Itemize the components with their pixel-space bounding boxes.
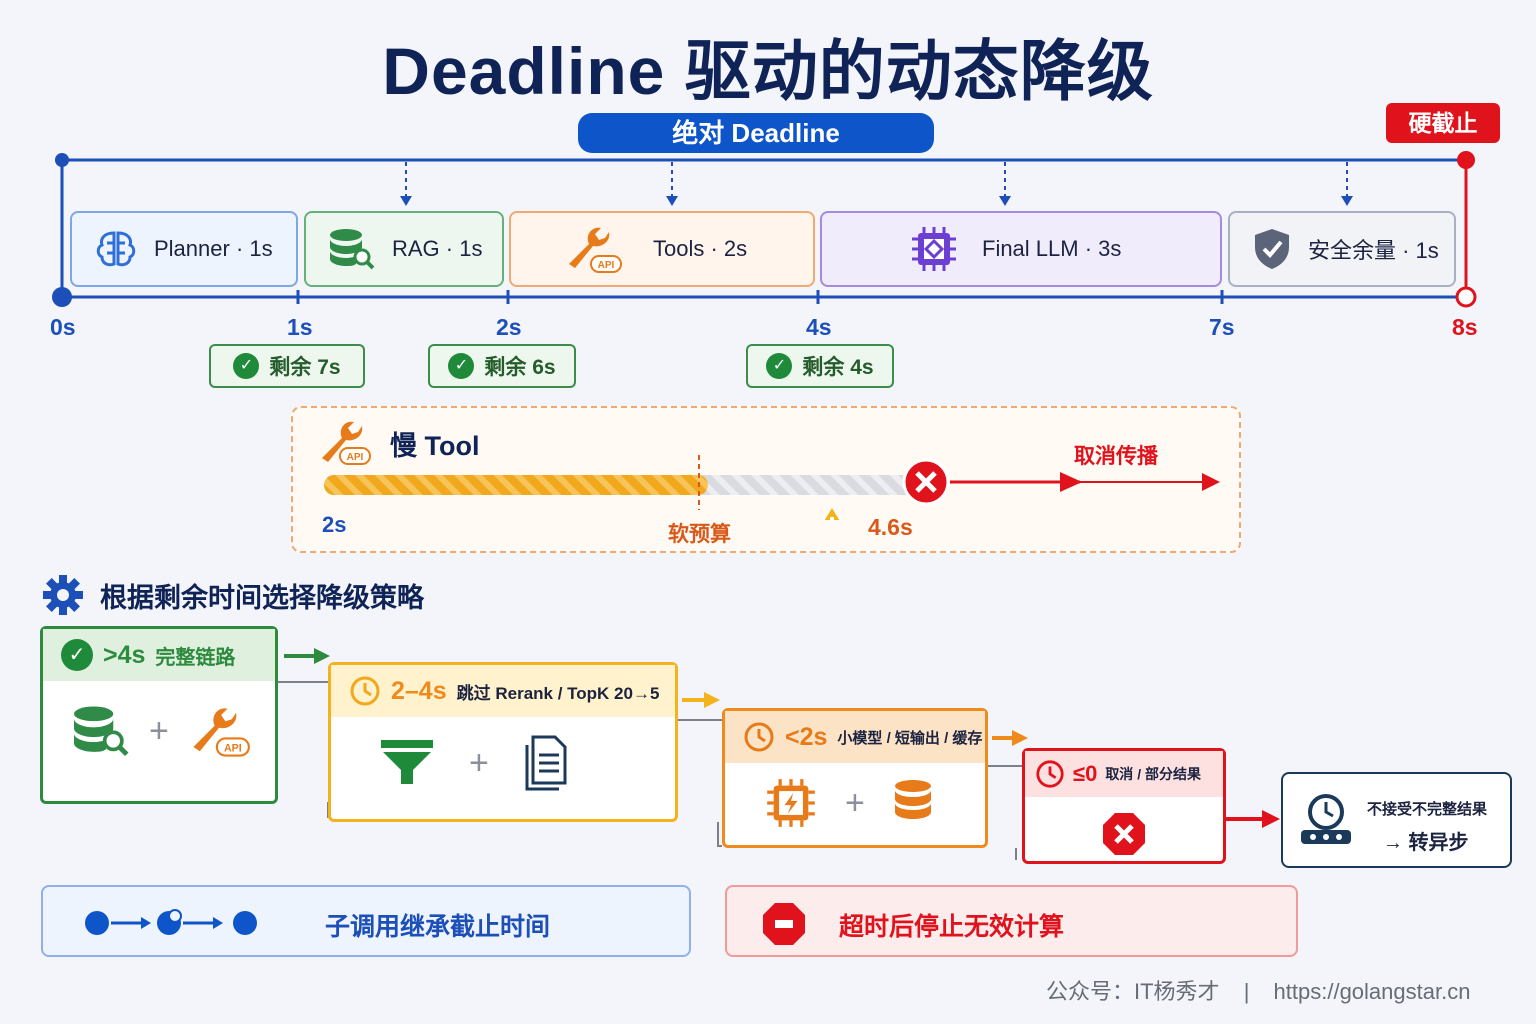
slow-tool-start: 2s: [322, 512, 347, 537]
remaining-label: 剩余 4s: [802, 356, 874, 379]
check-icon: ✓: [448, 353, 475, 379]
chip-icon: [912, 227, 956, 271]
check-icon: ✓: [61, 639, 93, 671]
phase-label: RAG · 1s: [392, 236, 483, 261]
database-search-icon: [74, 706, 129, 757]
remaining-badge: ✓ 剩余 6s: [428, 344, 576, 388]
stage-cancel: ≤0 取消 / 部分结果: [1022, 748, 1226, 864]
svg-text:API: API: [347, 452, 364, 463]
tick-2s: 2s: [496, 314, 522, 340]
wrench-api-icon: API: [193, 708, 250, 757]
stage-header: ✓ >4s 完整链路: [43, 629, 275, 681]
phase-label: 安全余量 · 1s: [1308, 238, 1439, 263]
async-fallback-box: 不接受不完整结果 → 转异步: [1281, 772, 1512, 868]
warning-icon: [824, 508, 840, 520]
database-search-icon: [330, 229, 375, 270]
check-icon: ✓: [233, 353, 260, 379]
footer-separator: |: [1243, 979, 1250, 1004]
cancel-icon: [1103, 813, 1145, 855]
soft-budget-label: 软预算: [668, 523, 731, 546]
stage-desc: 取消 / 部分结果: [1105, 766, 1201, 782]
propagation-chain-icon: [85, 909, 257, 935]
brain-icon: [96, 231, 136, 267]
slow-tool-title: 慢 Tool: [390, 431, 480, 461]
phase-final-llm: Final LLM · 3s: [820, 211, 1222, 287]
absolute-deadline-pill: 绝对 Deadline: [578, 113, 934, 153]
svg-text:API: API: [224, 742, 242, 754]
gear-icon: [43, 575, 83, 615]
wrench-api-icon: API: [322, 421, 371, 465]
stage-header: <2s 小模型 / 短输出 / 缓存: [725, 711, 985, 763]
footer-account: 公众号：IT杨秀才: [1046, 979, 1220, 1004]
page-title: Deadline 驱动的动态降级: [382, 34, 1154, 108]
stage-header: 2–4s 跳过 Rerank / TopK 20→5: [331, 665, 675, 717]
cancel-propagation-label: 取消传播: [1074, 445, 1158, 468]
slow-tool-progress: [324, 455, 1220, 520]
phase-rag: RAG · 1s: [304, 211, 504, 287]
stage-threshold: ≤0: [1073, 761, 1098, 786]
clock-queue-icon: [1301, 794, 1351, 844]
database-icon: [894, 780, 931, 819]
inherit-deadline-label: 子调用继承截止时间: [325, 913, 551, 941]
stage-small-model: <2s 小模型 / 短输出 / 缓存 +: [722, 708, 988, 848]
phase-tools: API Tools · 2s: [509, 211, 815, 287]
hard-stop-badge: 硬截止: [1386, 103, 1500, 143]
timeout-label: 4.6s: [868, 514, 913, 540]
phase-label: Final LLM · 3s: [982, 236, 1122, 261]
remaining-label: 剩余 6s: [484, 356, 556, 379]
phase-label: Tools · 2s: [653, 236, 748, 261]
clock-icon: [350, 676, 380, 706]
footer-url[interactable]: https://golangstar.cn: [1273, 979, 1471, 1004]
phase-label: Planner · 1s: [154, 236, 273, 261]
clock-icon: [744, 722, 774, 752]
stage-connectors: [276, 648, 1280, 860]
shield-check-icon: [1255, 229, 1289, 269]
remaining-label: 剩余 7s: [269, 356, 341, 379]
stage-threshold: >4s: [103, 640, 146, 669]
stage-desc: 小模型 / 短输出 / 缓存: [837, 729, 983, 747]
wrench-api-icon: API: [569, 227, 622, 273]
fallback-text-1: 不接受不完整结果: [1367, 801, 1488, 818]
stop-icon: [763, 903, 805, 945]
check-icon: ✓: [766, 353, 793, 379]
tick-8s: 8s: [1452, 314, 1478, 340]
progress-fill: [324, 475, 708, 495]
tick-4s: 4s: [806, 314, 832, 340]
timeline-lines: [52, 151, 1477, 308]
filter-icon: [381, 740, 433, 784]
footer: 公众号：IT杨秀才 | https://golangstar.cn: [1046, 974, 1470, 1006]
svg-text:API: API: [598, 260, 615, 271]
plus-icon: +: [469, 743, 489, 782]
phase-safety-margin: 安全余量 · 1s: [1228, 211, 1456, 287]
stage-desc: 完整链路: [155, 646, 236, 669]
document-icon: [525, 735, 567, 791]
plus-icon: +: [845, 783, 865, 822]
tick-0s: 0s: [50, 314, 76, 340]
clock-icon: [1036, 760, 1064, 788]
tick-7s: 7s: [1209, 314, 1235, 340]
stage-desc: 跳过 Rerank / TopK 20→5: [456, 683, 660, 703]
stage-full-chain: ✓ >4s 完整链路 + API: [40, 626, 278, 804]
stop-compute-label: 超时后停止无效计算: [839, 913, 1065, 941]
stage-skip-rerank: 2–4s 跳过 Rerank / TopK 20→5 +: [328, 662, 678, 822]
remaining-badge: ✓ 剩余 4s: [746, 344, 894, 388]
stage-threshold: 2–4s: [391, 676, 447, 705]
plus-icon: +: [149, 711, 169, 750]
stage-threshold: <2s: [785, 722, 828, 751]
strategy-title: 根据剩余时间选择降级策略: [100, 583, 424, 613]
stop-compute-box: 超时后停止无效计算: [725, 885, 1298, 957]
inherit-deadline-box: 子调用继承截止时间: [41, 885, 691, 957]
chip-bolt-icon: [767, 779, 815, 827]
stage-header: ≤0 取消 / 部分结果: [1025, 751, 1223, 797]
tick-1s: 1s: [287, 314, 313, 340]
phase-planner: Planner · 1s: [70, 211, 298, 287]
fallback-text-2: → 转异步: [1383, 832, 1469, 854]
remaining-badge: ✓ 剩余 7s: [209, 344, 365, 388]
